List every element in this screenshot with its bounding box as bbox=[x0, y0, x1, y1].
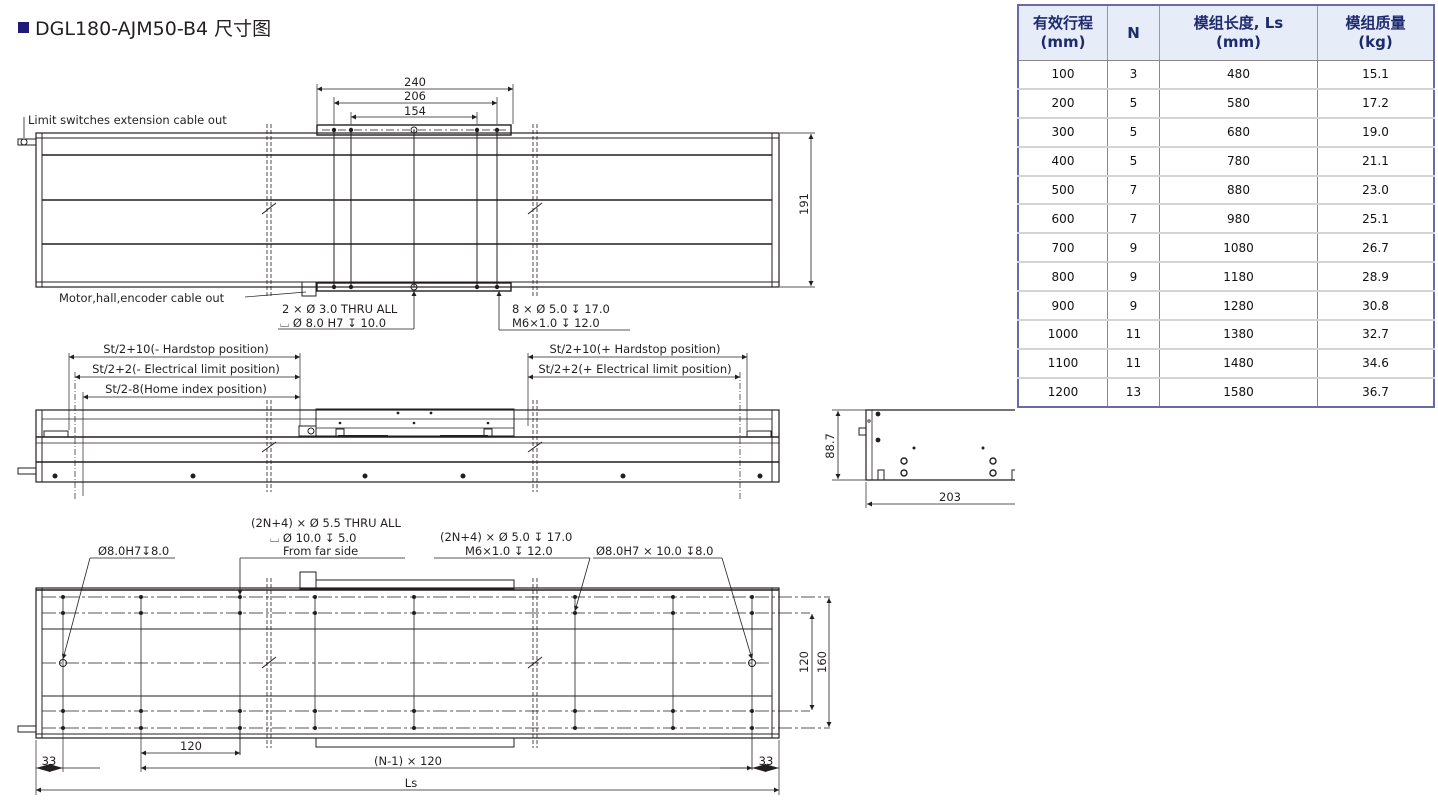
dim-33-left-label: 33 bbox=[42, 754, 57, 768]
tap-hole-note-2: M6×1.0 ↧ 12.0 bbox=[512, 316, 600, 330]
bottom-view-labels: Ø8.0H7↧8.0 (2N+4) × Ø 5.5 THRU ALL ⌴ Ø 1… bbox=[42, 516, 829, 790]
pos-hardstop-label: St/2+10(+ Hardstop position) bbox=[549, 342, 720, 356]
home-index-label: St/2-8(Home index position) bbox=[105, 382, 267, 396]
bullet-square-icon bbox=[18, 22, 29, 33]
pin-right-note: Ø8.0H7 × 10.0 ↧8.0 bbox=[596, 544, 713, 558]
neg-hardstop-label: St/2+10(- Hardstop position) bbox=[103, 342, 269, 356]
top-view-labels: 240 206 154 191 Limit switches extension… bbox=[28, 75, 811, 330]
col-header-n: N bbox=[1107, 5, 1160, 61]
dim-33-right-label: 33 bbox=[759, 754, 774, 768]
col-header-mass: 模组质量(kg) bbox=[1317, 5, 1434, 61]
motor-cable-label: Motor,hall,encoder cable out bbox=[59, 291, 225, 305]
end-view bbox=[832, 409, 1015, 508]
dim-160-label: 160 bbox=[815, 651, 829, 673]
dim-88-7-label: 88.7 bbox=[823, 433, 837, 459]
side-view-labels: St/2+10(- Hardstop position) St/2+2(- El… bbox=[92, 342, 731, 396]
limit-cable-label: Limit switches extension cable out bbox=[28, 113, 227, 127]
top-view bbox=[17, 84, 815, 331]
drawing-title-text: DGL180-AJM50-B4 尺寸图 bbox=[35, 18, 272, 40]
dim-ls-label: Ls bbox=[405, 776, 417, 790]
dim-120-pitch-label: 120 bbox=[180, 739, 202, 753]
tap-hole-note-1: 8 × Ø 5.0 ↧ 17.0 bbox=[512, 302, 610, 316]
tap-hole-note-1: (2N+4) × Ø 5.0 ↧ 17.0 bbox=[440, 530, 572, 544]
neg-limit-label: St/2+2(- Electrical limit position) bbox=[92, 362, 280, 376]
dim-206-label: 206 bbox=[404, 89, 426, 103]
end-view-labels: 88.7 203 bbox=[823, 433, 961, 504]
table-header-row: 有效行程(mm) N 模组长度, Ls(mm) 模组质量(kg) bbox=[1018, 5, 1434, 61]
pin-left-note: Ø8.0H7↧8.0 bbox=[98, 544, 169, 558]
dim-pitch-total-label: (N-1) × 120 bbox=[374, 754, 442, 768]
col-header-stroke: 有效行程(mm) bbox=[1018, 5, 1108, 61]
dimension-drawing: 240 206 154 191 Limit switches extension… bbox=[17, 75, 1015, 795]
thru-hole-note-1: (2N+4) × Ø 5.5 THRU ALL bbox=[251, 516, 401, 530]
col-header-length: 模组长度, Ls(mm) bbox=[1159, 5, 1318, 61]
dim-154-label: 154 bbox=[404, 104, 426, 118]
dim-240-label: 240 bbox=[404, 75, 426, 89]
side-view bbox=[17, 353, 780, 500]
bottom-view bbox=[17, 557, 832, 795]
dim-203-label: 203 bbox=[939, 490, 961, 504]
thru-hole-note-3: From far side bbox=[283, 544, 358, 558]
pin-hole-note-2: ⌴ Ø 8.0 H7 ↧ 10.0 bbox=[280, 316, 386, 330]
thru-hole-note-2: ⌴ Ø 10.0 ↧ 5.0 bbox=[270, 531, 356, 545]
pin-hole-note-1: 2 × Ø 3.0 THRU ALL bbox=[282, 302, 398, 316]
drawing-title: DGL180-AJM50-B4 尺寸图 bbox=[18, 14, 271, 41]
dim-191-label: 191 bbox=[797, 193, 811, 215]
pos-limit-label: St/2+2(+ Electrical limit position) bbox=[538, 362, 731, 376]
tap-hole-note-2: M6×1.0 ↧ 12.0 bbox=[465, 544, 553, 558]
dim-120-vertical-label: 120 bbox=[797, 651, 811, 673]
